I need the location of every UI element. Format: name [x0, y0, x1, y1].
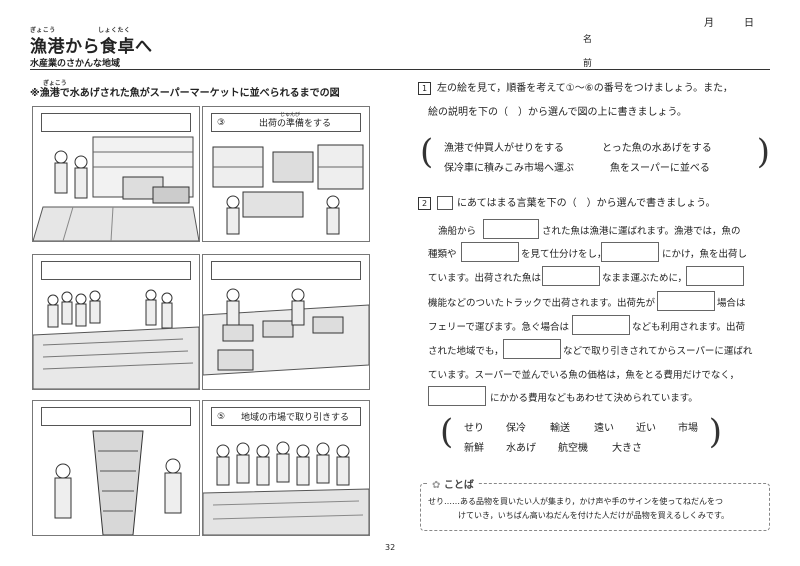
- q1-choice-2: とった魚の水あげをする: [602, 143, 712, 154]
- panel-5-label[interactable]: ⑤ 地域の市場で取り引きする: [211, 407, 361, 426]
- q2-s1a: 漁船から: [438, 226, 477, 237]
- caption-text: ※漁港で水あげされた魚がスーパーマーケットに並べられるまでの図: [30, 88, 340, 99]
- word-chikai: 近い: [636, 423, 656, 434]
- word-shinsen: 新鮮: [464, 443, 484, 454]
- q1-choice-3: 保冷車に積みこみ市場へ運ぶ: [444, 163, 574, 174]
- q2-s3a: ています。出荷された魚は: [428, 273, 542, 284]
- panel-3-label[interactable]: ③ じゅんび 出荷の準備をする: [211, 112, 361, 132]
- q2-s1b: された魚は漁港に運ばれます。漁港では，魚の: [542, 226, 741, 237]
- panel-3-number: ③: [216, 117, 226, 128]
- panel-5-number: ⑤: [216, 411, 226, 422]
- word-kokuki: 航空機: [558, 443, 588, 454]
- name-label-2: 前: [583, 59, 593, 69]
- unloading-scene-illustration: [33, 136, 199, 241]
- panel-2-label-blank[interactable]: [41, 261, 191, 280]
- q2-s7: ています。スーパーで並んでいる魚の価格は，魚をとる費用だけでなく，: [428, 370, 740, 381]
- q2-example-box: [437, 196, 453, 210]
- panel-4-label-blank[interactable]: [211, 261, 361, 280]
- fish-landing-illustration: [54, 430, 182, 535]
- q2-s5a: フェリーで運びます。急ぐ場合は: [428, 322, 569, 333]
- q2-s4a: 機能などのついたトラックで出荷されます。出荷先が: [428, 298, 656, 309]
- q2-s2b: を見て仕分けをし，: [521, 249, 607, 260]
- word-mizuage: 水あげ: [506, 443, 536, 454]
- month-label: 月: [704, 18, 714, 29]
- panel-3-text: じゅんび 出荷の準備をする: [230, 112, 360, 129]
- bracket-right: ): [756, 132, 770, 172]
- q2-number: 2: [418, 197, 431, 210]
- blank-input-7[interactable]: [572, 315, 630, 335]
- word-horei: 保冷: [506, 423, 526, 434]
- word-toi: 遠い: [594, 423, 614, 434]
- q2-s6a: された地域でも，: [428, 346, 504, 357]
- kotoba-heading-text: ことば: [443, 480, 474, 491]
- panel-5-label-text: 地域の市場で取り引きする: [240, 413, 349, 423]
- blank-input-2[interactable]: [461, 242, 519, 262]
- kotoba-heading: ✿ ことば: [428, 476, 478, 491]
- q2-s6b: などで取り引きされてからスーパーに運ばれ: [563, 346, 753, 357]
- q2-s5b: なども利用されます。出荷: [632, 322, 746, 333]
- q2-intro-text: にあてはまる言葉を下の（ ）から選んで書きましょう。: [457, 198, 716, 209]
- q1-choice-1: 漁港で仲買人がせりをする: [444, 143, 564, 154]
- shipping-prep-illustration: [212, 144, 364, 235]
- title-ruby-2: しょくたく: [98, 27, 131, 34]
- name-label-1: 名: [583, 35, 593, 45]
- q2-s8: にかかる費用などもあわせて決められています。: [490, 393, 698, 404]
- kotoba-icon: ✿: [432, 480, 441, 491]
- wordbank-bracket-right: ): [708, 412, 722, 452]
- blank-input-5[interactable]: [686, 266, 744, 286]
- word-okisa: 大きさ: [612, 443, 642, 454]
- word-yuso: 輸送: [550, 423, 570, 434]
- page-title: ぎょこう しょくたく 漁港から食卓へ: [30, 27, 153, 57]
- kotoba-line-2: けていき，いちばん高いねだんを付けた人だけが品物を買えるしくみです。: [458, 511, 730, 520]
- title-text: 漁港から食卓へ: [30, 37, 153, 57]
- q2-s3b: なまま運ぶために，: [602, 273, 688, 284]
- kotoba-box: [420, 483, 770, 531]
- panel-3-ruby: じゅんび: [280, 112, 301, 118]
- word-ichiba: 市場: [678, 423, 698, 434]
- picture-panel-4: [202, 254, 370, 390]
- picture-panel-2: [32, 254, 200, 390]
- q1-line1-text: 左の絵を見て，順番を考えて①～⑥の番号をつけましょう。また，: [437, 83, 733, 94]
- local-market-illustration: [203, 441, 369, 535]
- q1-line-1: 1 左の絵を見て，順番を考えて①～⑥の番号をつけましょう。また，: [418, 82, 733, 96]
- picture-panel-6: [32, 400, 200, 536]
- figure-caption: ぎょこう ※漁港で水あげされた魚がスーパーマーケットに並べられるまでの図: [30, 80, 340, 99]
- q2-s2a: 種類や: [428, 249, 457, 260]
- caption-ruby: ぎょこう: [43, 80, 67, 87]
- blank-input-6[interactable]: [657, 291, 715, 311]
- page-number: 32: [385, 543, 396, 552]
- bracket-left: (: [420, 132, 434, 172]
- word-seri: せり: [464, 423, 484, 434]
- q1-line-2: 絵の説明を下の（ ）から選んで図の上に書きましょう。: [428, 107, 687, 118]
- q1-choice-4: 魚をスーパーに並べる: [610, 163, 710, 174]
- header-divider: [30, 69, 770, 70]
- title-ruby-1: ぎょこう: [30, 27, 56, 34]
- sorting-scene-illustration: [203, 288, 369, 376]
- q2-s2c: にかけ，魚を出荷し: [662, 249, 748, 260]
- q1-number: 1: [418, 82, 431, 95]
- blank-input-8[interactable]: [503, 339, 561, 359]
- panel-3-label-text: 出荷の準備をする: [258, 119, 331, 129]
- panel-1-label-blank[interactable]: [41, 113, 191, 132]
- q2-s4b: 場合は: [717, 298, 746, 309]
- wordbank-bracket-left: (: [440, 412, 454, 452]
- blank-input-3[interactable]: [601, 242, 659, 262]
- q1-choices-box: ( ) 漁港で仲買人がせりをする とった魚の水あげをする 保冷車に積みこみ市場へ…: [420, 135, 770, 179]
- page-subtitle: 水産業のさかんな地域: [30, 59, 121, 69]
- picture-panel-5: ⑤ 地域の市場で取り引きする: [202, 400, 370, 536]
- auction-scene-illustration: [33, 289, 199, 389]
- q2-intro-line: 2 にあてはまる言葉を下の（ ）から選んで書きましょう。: [418, 196, 716, 211]
- kotoba-definition: せり……ある品物を買いたい人が集まり，かけ声や手のサインを使ってねだんをつ けて…: [428, 495, 729, 523]
- blank-input-1[interactable]: [483, 219, 539, 239]
- blank-input-4[interactable]: [542, 266, 600, 286]
- day-label: 日: [744, 18, 754, 29]
- picture-panel-3: ③ じゅんび 出荷の準備をする: [202, 106, 370, 242]
- kotoba-line-1: せり……ある品物を買いたい人が集まり，かけ声や手のサインを使ってねだんをつ: [428, 497, 724, 506]
- q2-word-bank: ( ) せり 保冷 輸送 遠い 近い 市場 新鮮 水あげ 航空機 大きさ: [440, 415, 722, 459]
- panel-6-label-blank[interactable]: [41, 407, 191, 426]
- picture-panel-1: [32, 106, 200, 242]
- blank-input-9[interactable]: [428, 386, 486, 406]
